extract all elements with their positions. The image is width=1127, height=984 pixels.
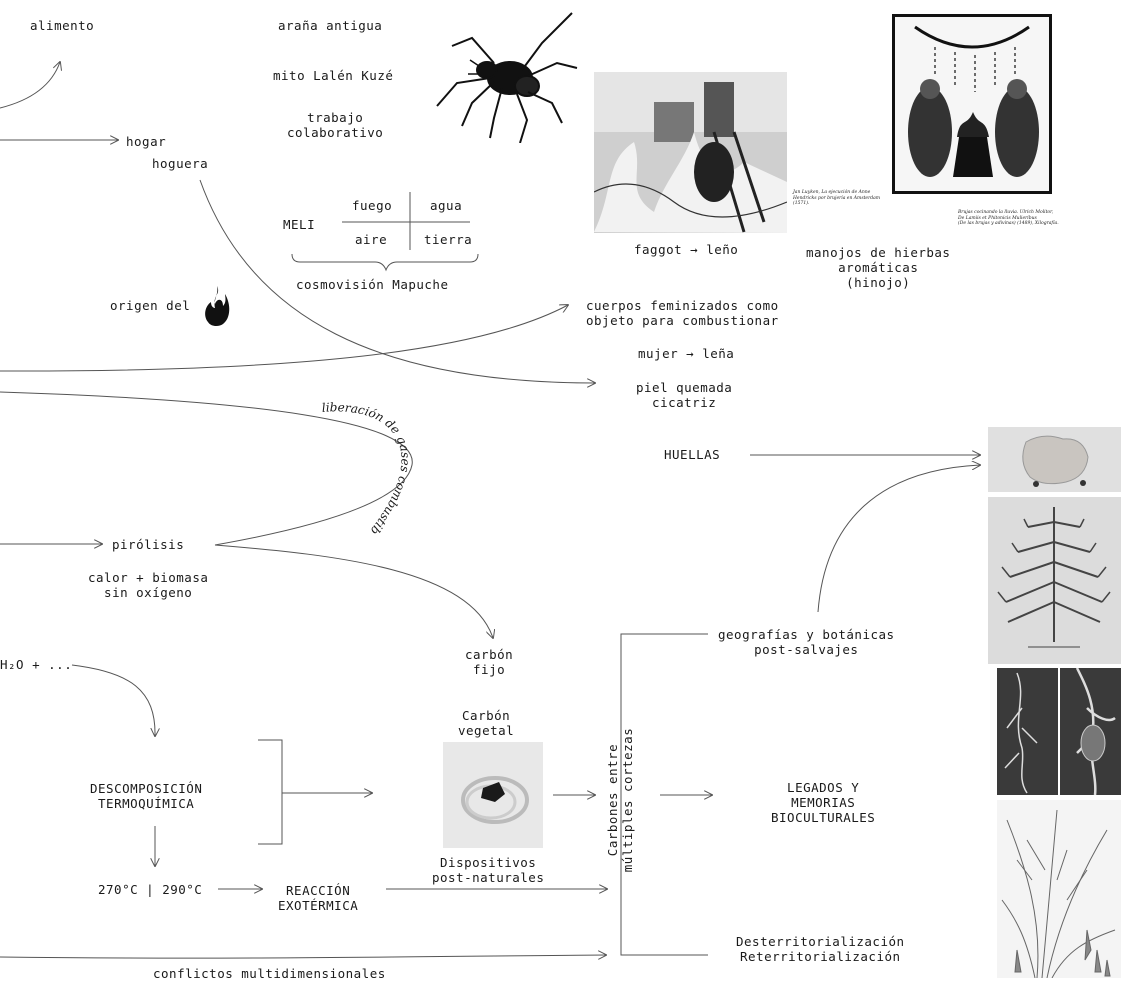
label-carbon-vegetal: Carbón vegetal [458, 708, 515, 738]
label-carbon-fijo: carbón fijo [465, 647, 514, 677]
label-mito: mito Lalén Kuzé [273, 68, 394, 83]
label-reaccion: REACCIÓN EXOTÉRMICA [278, 883, 359, 913]
arrow-to-rock [817, 465, 980, 613]
label-descomposicion: DESCOMPOSICIÓN TERMOQUÍMICA [90, 781, 203, 811]
label-pirolisis: pirólisis [112, 537, 185, 552]
label-agua: agua [430, 198, 463, 213]
label-trabajo: trabajo colaborativo [287, 110, 384, 140]
label-geografias: geografías y botánicas post-salvajes [718, 627, 895, 657]
faggot-caption: Jan Luyken, La ejecución de Anne Hendric… [793, 190, 881, 206]
spider-icon [436, 12, 578, 143]
label-hogar: hogar [126, 134, 167, 149]
label-legados: LEGADOS Y MEMORIAS BIOCULTURALES [771, 780, 876, 825]
label-fuego: fuego [352, 198, 393, 213]
grass-botanical-drawing [997, 800, 1121, 978]
label-aire: aire [355, 232, 388, 247]
brujas-caption: Brujas cocinando la lluvia. Ulrich Molit… [958, 210, 1059, 226]
label-origen: origen del [110, 298, 191, 313]
label-hoguera: hoguera [152, 156, 209, 171]
arrow-to-descomposicion [71, 664, 155, 736]
label-cosmovision: cosmovisión Mapuche [296, 277, 449, 292]
label-h2o: H₂O + ... [0, 657, 73, 672]
label-dispositivos: Dispositivos post-naturales [432, 855, 545, 885]
label-calor: calor + biomasa sin oxígeno [88, 570, 209, 600]
liberacion-text: liberación de gases combustibles [0, 0, 412, 538]
witches-woodcut [892, 14, 1052, 194]
label-desterr: Desterritorialización Reterritorializaci… [736, 934, 905, 964]
label-cuerpos: cuerpos feminizados como objeto para com… [586, 298, 779, 328]
label-liberacion: liberación de gases combustibles [0, 0, 412, 538]
label-mujer: mujer → leña [638, 346, 735, 361]
fire-icon [205, 286, 230, 327]
label-meli: MELI [283, 217, 316, 232]
coal-photo [443, 742, 543, 848]
carbones-bracket [620, 633, 708, 956]
bracket [258, 739, 283, 845]
arrow-to-piel [199, 179, 595, 383]
label-carbones: Carbones entre múltiples cortezas [605, 727, 635, 873]
label-tierra: tierra [424, 232, 473, 247]
gases-curve [0, 391, 413, 546]
araucaria-drawing [988, 497, 1121, 664]
meli-brace [291, 253, 479, 272]
arrow-to-cuerpos [0, 305, 568, 372]
label-huellas: HUELLAS [664, 447, 721, 462]
arrow-to-alimento [0, 62, 60, 109]
label-conflictos: conflictos multidimensionales [153, 966, 386, 981]
label-manojos: manojos de hierbas aromáticas (hinojo) [806, 245, 951, 290]
label-arana: araña antigua [278, 18, 383, 33]
arrow-to-carbon-fijo [214, 544, 493, 638]
burning-engraving [594, 72, 787, 233]
label-temp: 270°C | 290°C [98, 882, 203, 897]
label-faggot: faggot → leño [634, 242, 739, 257]
label-piel: piel quemada cicatriz [636, 380, 733, 410]
arrow-bottom [0, 955, 606, 958]
rock-photo [988, 427, 1121, 492]
label-alimento: alimento [30, 18, 95, 33]
root-photos [997, 668, 1121, 795]
